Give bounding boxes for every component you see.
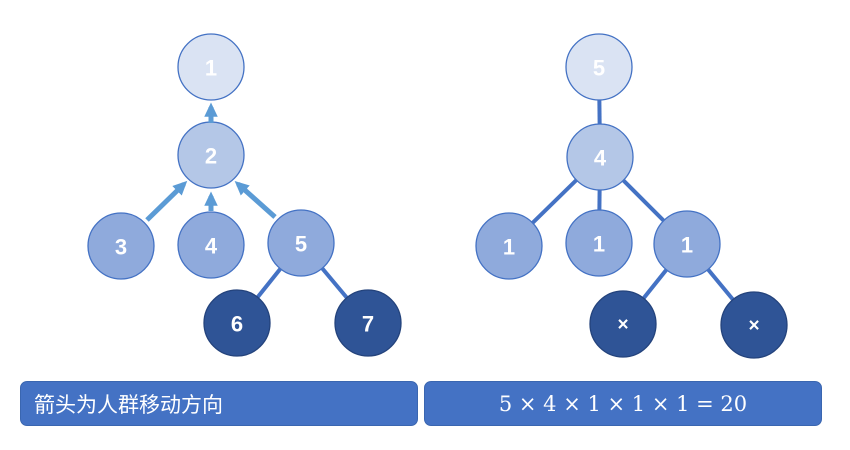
left-tree-movement-arrow xyxy=(145,180,188,222)
right-tree-node-1 xyxy=(653,210,721,278)
right-tree-node-× xyxy=(720,291,788,359)
left-tree-movement-arrow xyxy=(234,181,277,219)
right-tree-node-label: × xyxy=(617,315,628,336)
right-tree-node-label: 1 xyxy=(503,235,515,260)
left-tree-node-1 xyxy=(177,33,245,101)
right-tree-node-label: 4 xyxy=(594,146,607,171)
left-tree-node-label: 7 xyxy=(362,312,374,337)
right-tree-node-1 xyxy=(565,209,633,277)
formula-label: 5 × 4 × 1 × 1 × 1 = 20 xyxy=(498,391,748,416)
left-tree-node-label: 4 xyxy=(205,234,218,259)
right-tree-node-4 xyxy=(566,123,634,191)
left-tree-node-label: 1 xyxy=(205,56,217,81)
right-tree-node-5 xyxy=(565,33,633,101)
left-tree-node-3 xyxy=(87,212,155,280)
right-tree-node-1 xyxy=(475,212,543,280)
left-tree-node-label: 3 xyxy=(115,235,127,260)
caption-banner-arrows: 箭头为人群移动方向 xyxy=(20,381,418,426)
left-tree-node-4 xyxy=(177,211,245,279)
right-tree: 5 4 1 1 1 × × xyxy=(475,33,788,359)
left-tree-node-label: 6 xyxy=(231,312,243,337)
right-tree-node-label: 5 xyxy=(593,56,605,81)
right-tree-node-× xyxy=(589,290,657,358)
left-tree-node-5 xyxy=(267,209,335,277)
left-tree: 1 2 3 4 5 6 7 xyxy=(87,33,402,357)
right-tree-node-label: 1 xyxy=(681,233,693,258)
left-tree-node-label: 2 xyxy=(205,144,217,169)
right-tree-node-label: × xyxy=(748,316,759,337)
caption-banner-formula: 5 × 4 × 1 × 1 × 1 = 20 xyxy=(424,381,822,426)
left-tree-node-7 xyxy=(334,289,402,357)
caption-banner-arrows-label: 箭头为人群移动方向 xyxy=(34,393,223,417)
left-tree-node-6 xyxy=(203,289,271,357)
tree-diagram: 1 2 3 4 5 6 7 5 4 1 1 1 × × xyxy=(87,33,788,359)
left-tree-node-label: 5 xyxy=(295,232,307,257)
right-tree-node-label: 1 xyxy=(593,232,605,257)
